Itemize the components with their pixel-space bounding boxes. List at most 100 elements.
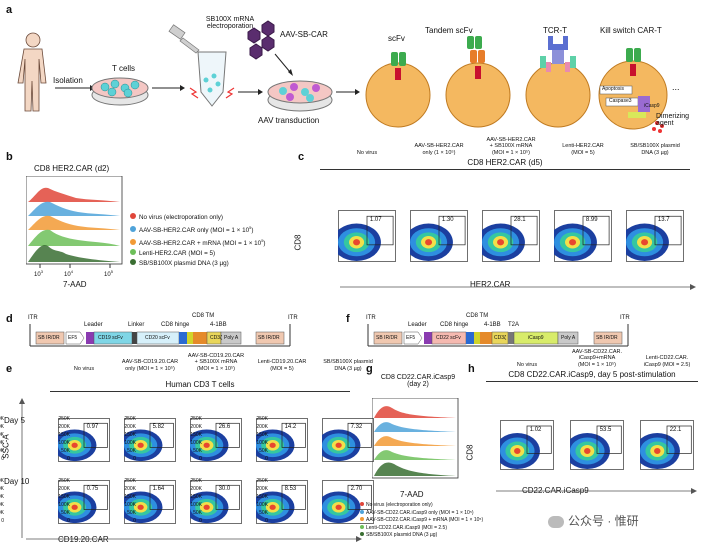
f-block: CD3ζ (494, 335, 507, 341)
panel-letter-g: g (366, 363, 373, 375)
f-hinge: CD8 hinge (440, 322, 469, 328)
f-itr-right: ITR (620, 315, 630, 321)
d-block: SB IR/DR (258, 335, 280, 341)
f-leader: Leader (408, 322, 427, 328)
panel-b-xlabel: 7-AAD (63, 280, 87, 289)
flow-plot-canvas (554, 210, 612, 262)
flow-plot-title: SB/SB100X plasmid DNA (3 µg) (323, 359, 373, 372)
flow-plot-title: No virus (516, 361, 538, 368)
legend-item: AAV-SB-CD22.CAR.iCasp9 only (MOI = 1 × 1… (360, 509, 483, 518)
panel-h-ylabel: CD8 (465, 444, 475, 461)
y-tick-label: 0 (1, 456, 4, 462)
tcell-dish-icon (91, 77, 149, 106)
y-tick-label: 100K (256, 502, 268, 508)
flow-plot-title: No virus (73, 365, 95, 372)
gate-percentage: 30.0 (218, 486, 231, 493)
legend-item: AAV-SB-CD22.CAR.iCasp9 + mRNA (MOI = 1 ×… (360, 517, 483, 525)
panel-e-xlabel: CD19.20.CAR (58, 535, 109, 544)
y-tick-label: 250K (58, 416, 70, 422)
y-tick-label: 250K (190, 478, 202, 484)
panel-g-histogram (372, 398, 459, 479)
flow-plot-canvas (626, 210, 684, 262)
y-tick-label: 100K (190, 502, 202, 508)
gate-percentage: 1.30 (441, 217, 454, 224)
gate-percentage: 8.99 (585, 217, 598, 224)
gate-percentage: 0.97 (86, 424, 99, 431)
aav-sb-car-label: AAV-SB-CAR (280, 30, 328, 39)
pipette-icon (168, 24, 200, 54)
tcells-label: T cells (112, 64, 135, 73)
electroporation-tube-icon (189, 51, 235, 107)
legend-item: AAV-SB-HER2.CAR only (MOI = 1 × 105) (130, 223, 266, 236)
flow-plot-canvas (322, 480, 374, 524)
f-block: Poly A (561, 335, 576, 341)
f-block: EF5 (406, 335, 416, 341)
panel-b-histogram (26, 176, 123, 268)
e-row-label: Day 5 (4, 416, 25, 425)
gate-percentage: 13.7 (657, 217, 670, 224)
gate-percentage: 0.75 (86, 486, 99, 493)
human-figure-icon (17, 32, 47, 112)
car-t-cell-tandem-icon (445, 36, 511, 128)
flow-plot-title: SB/SB100X plasmid DNA (3 µg) (630, 143, 680, 156)
flow-plot-title: AAV-SB-CD19.20.CAR + SB100X mRNA (MOI = … (187, 352, 245, 372)
y-tick-label: 100K (0, 502, 4, 508)
y-tick-label: 250K (124, 478, 136, 484)
y-tick-label: 50K (0, 448, 4, 454)
panel-e-title: Human CD3 T cells (50, 380, 350, 392)
panel-letter-e: e (6, 363, 13, 375)
flow-plot-canvas (256, 418, 308, 462)
y-tick-label: 200K (190, 486, 202, 492)
y-tick-label: 0 (133, 456, 136, 462)
y-tick-label: 0 (265, 456, 268, 462)
legend-item: AAV-SB-HER2.CAR + mRNA (MOI = 1 × 105) (130, 236, 266, 249)
d-block: CD20 scFv (145, 335, 170, 341)
panel-c-ylabel: CD8 (293, 234, 303, 251)
y-tick-label: 150K (124, 494, 136, 500)
d-41bb: 4-1BB (210, 322, 227, 328)
car-type-label: Tandem scFv (425, 26, 473, 35)
y-tick-label: 150K (124, 432, 136, 438)
flow-plot-canvas (500, 420, 554, 470)
flow-plot-canvas (190, 480, 242, 524)
panel-d-construct (29, 324, 291, 347)
flow-plot-canvas (338, 210, 396, 262)
y-tick-label: 250K (0, 416, 4, 422)
flow-plot-title: Lenti-CD19.20.CAR (MOI = 5) (257, 359, 307, 372)
d-itr-right: ITR (288, 315, 298, 321)
watermark: 公众号 · 惟研 (548, 512, 639, 529)
flow-plot-canvas (640, 420, 694, 470)
isolation-label: Isolation (53, 76, 83, 85)
kill-switch-car-t-cell-icon (598, 48, 668, 133)
panel-h-x-arrow (496, 488, 697, 494)
y-tick-label: 250K (124, 416, 136, 422)
flow-plot-title: Lenti-HER2.CAR (MOI = 5) (562, 143, 604, 156)
y-tick-label: 50K (0, 510, 4, 516)
y-tick-label: 100K (58, 440, 70, 446)
y-tick-label: 50K (193, 448, 202, 454)
y-tick-label: 200K (0, 424, 4, 430)
y-tick-label: 50K (193, 510, 202, 516)
panel-g-xlabel: 7-AAD (400, 490, 424, 499)
panel-c-x-arrow (340, 284, 696, 290)
panel-h-xlabel: CD22.CAR.iCasp9 (522, 486, 589, 495)
gate-percentage: 26.6 (218, 424, 231, 431)
f-41bb: 4-1BB (484, 322, 501, 328)
d-hinge: CD8 hinge (161, 322, 190, 328)
y-tick-label: 100K (58, 502, 70, 508)
y-tick-label: 0 (67, 456, 70, 462)
f-block: CD22 scFv (436, 335, 461, 341)
b-tick: 105 (104, 269, 113, 278)
ellipsis-label: ... (672, 82, 680, 92)
transduction-dish-icon (267, 80, 333, 112)
d-block: Poly A (224, 335, 239, 341)
wechat-icon (548, 515, 564, 528)
y-tick-label: 150K (256, 494, 268, 500)
y-tick-label: 200K (124, 424, 136, 430)
panel-letter-d: d (6, 313, 13, 325)
flow-plot-title: AAV-SB-CD19.20.CAR only (MOI = 1 × 10⁵) (121, 359, 179, 372)
legend-item: Lenti-CD22.CAR.iCasp9 (MOI = 2.5) (360, 524, 483, 533)
d-block: CD19 scFv (98, 335, 123, 341)
gate-percentage: 14.2 (284, 424, 297, 431)
y-tick-label: 50K (127, 448, 136, 454)
